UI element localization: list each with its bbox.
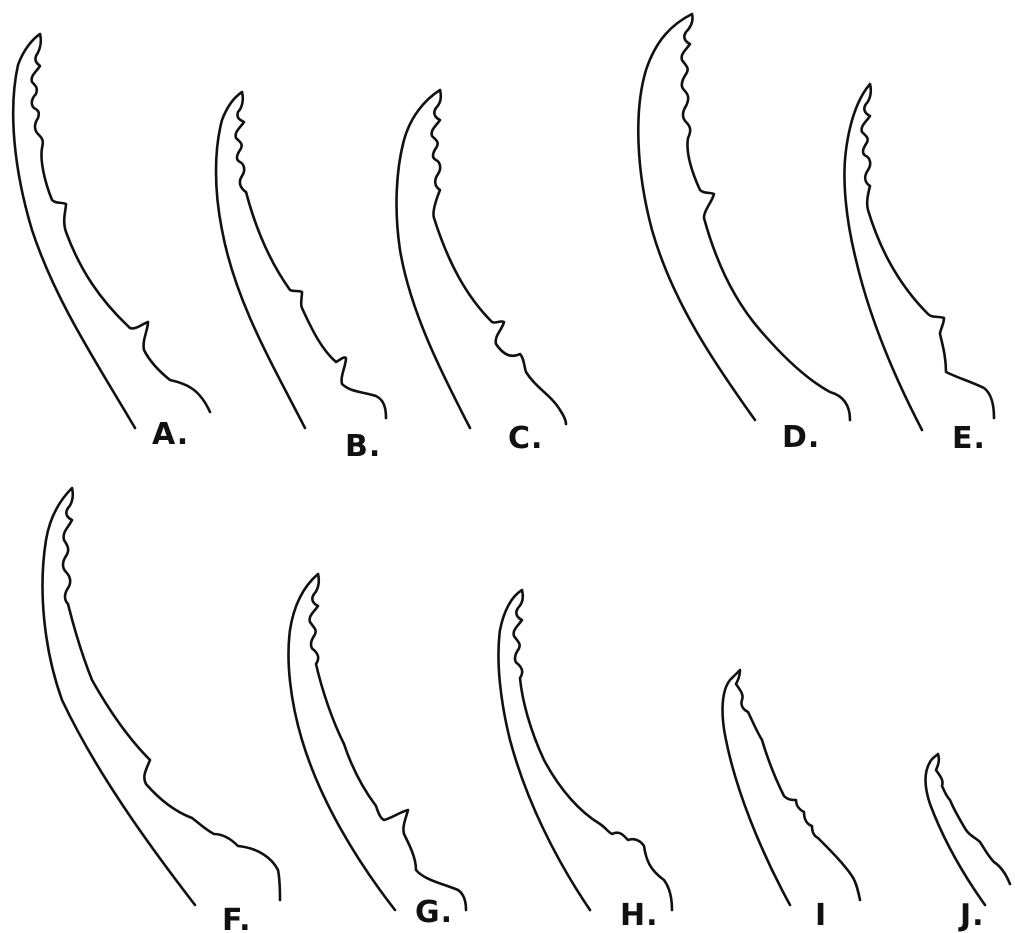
- figure-label-c: C.: [508, 421, 543, 456]
- figure-label-f: F.: [222, 903, 251, 933]
- figure-label-b: B.: [345, 429, 381, 464]
- figure-label-h: H.: [620, 898, 659, 933]
- figure-label-g: G.: [415, 895, 453, 930]
- hook-drawing-i: [721, 668, 862, 907]
- hook-drawing-g: [287, 572, 468, 912]
- hook-drawing-f: [41, 486, 282, 907]
- figure-label-d: D.: [782, 420, 820, 455]
- hook-drawing-d: [637, 12, 852, 422]
- hook-drawing-e: [843, 82, 996, 432]
- hook-drawing-b: [214, 90, 388, 430]
- figure-label-j: J.: [958, 898, 985, 933]
- figure-label-i: I: [815, 898, 827, 933]
- hook-drawing-a: [11, 32, 212, 430]
- hook-drawing-c: [395, 88, 568, 430]
- figure-label-a: A.: [152, 417, 189, 452]
- hook-drawing-h: [497, 588, 674, 912]
- figure-label-e: E.: [952, 421, 986, 456]
- hook-drawing-j: [924, 752, 1012, 907]
